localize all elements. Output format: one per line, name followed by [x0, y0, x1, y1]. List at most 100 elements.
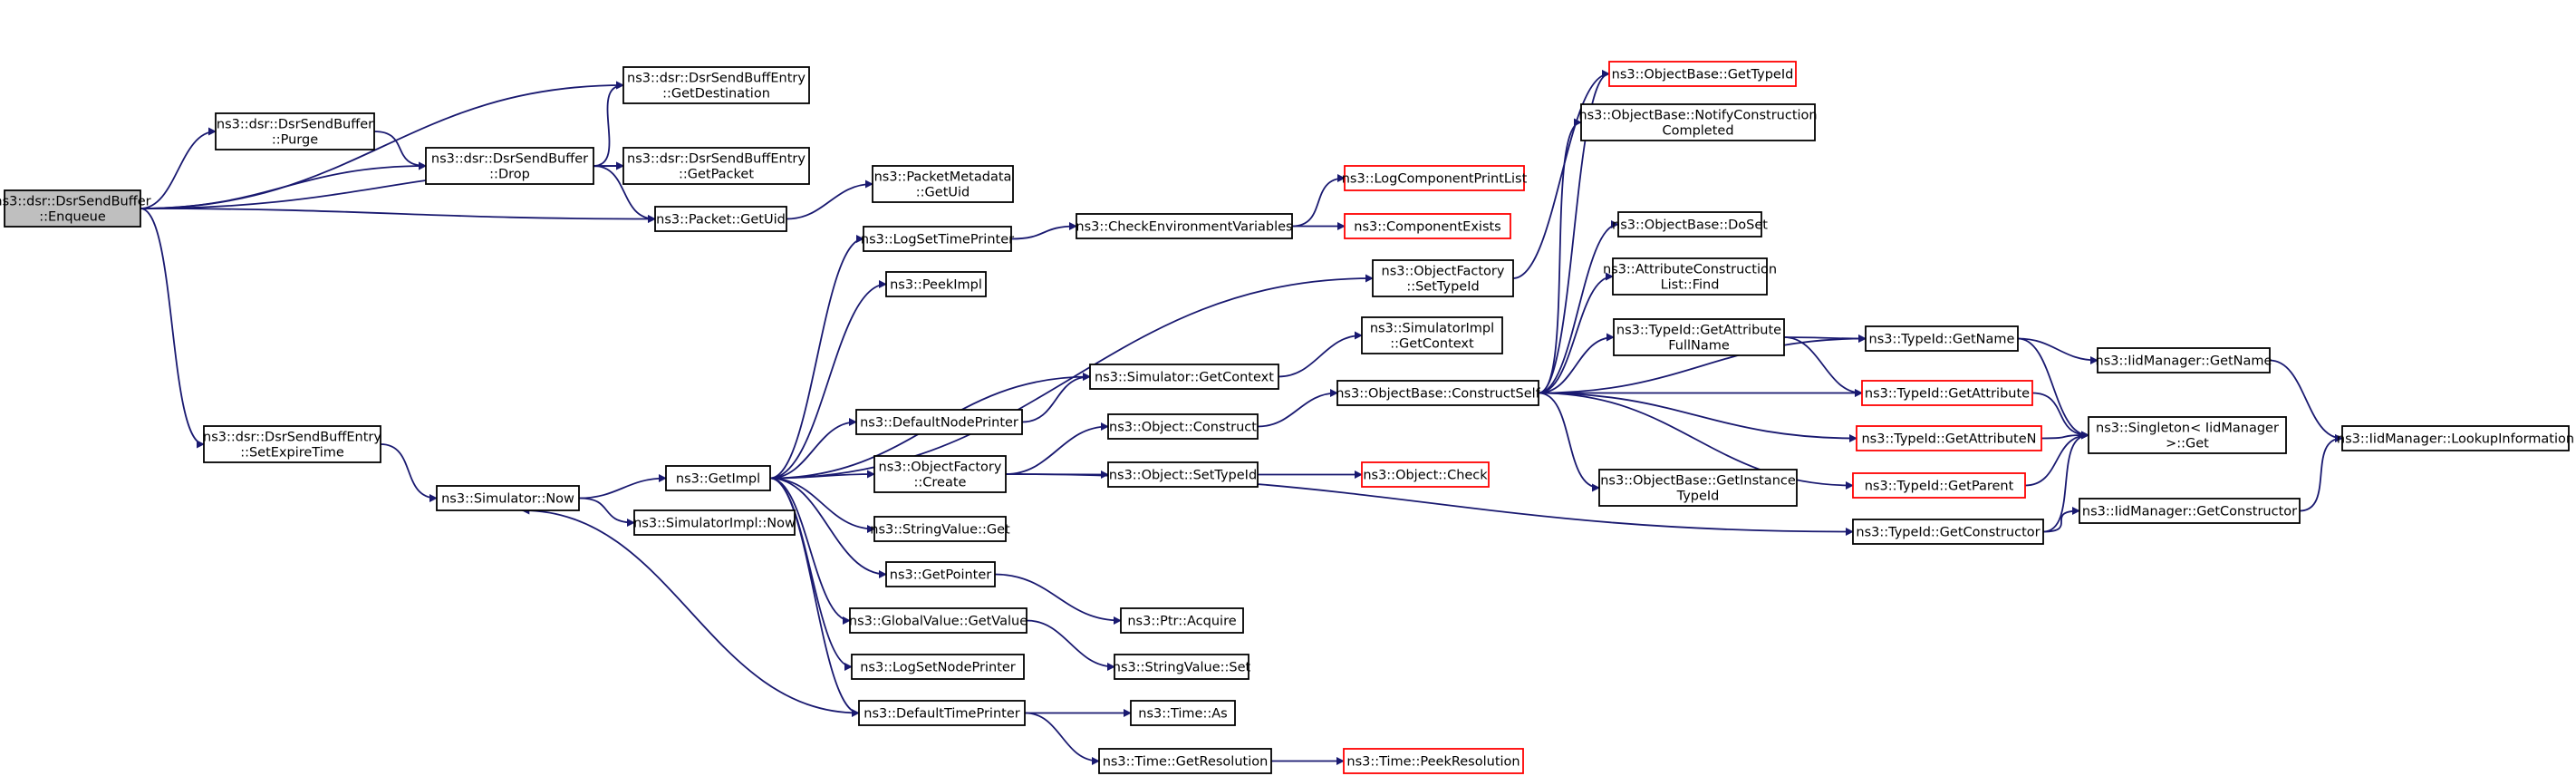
- node-simimplgetcontext[interactable]: ns3::SimulatorImpl::GetContext: [1361, 316, 1503, 354]
- node-getimpl[interactable]: ns3::GetImpl: [665, 465, 771, 491]
- node-purge[interactable]: ns3::dsr::DsrSendBuffer::Purge: [215, 112, 375, 150]
- node-setexpire[interactable]: ns3::dsr::DsrSendBuffEntry::SetExpireTim…: [203, 425, 381, 463]
- node-label: ns3::Simulator::GetContext: [1095, 371, 1274, 385]
- node-box: [885, 561, 996, 587]
- node-typeidgetattrn[interactable]: ns3::TypeId::GetAttributeN: [1856, 425, 2042, 451]
- edge-objconstruct-to-constructself: [1257, 389, 1338, 428]
- edge-enqueue-to-packetgetuid: [140, 208, 656, 223]
- node-typeidgetattr[interactable]: ns3::TypeId::GetAttribute: [1861, 380, 2033, 406]
- node-timepeekres[interactable]: ns3::Time::PeekResolution: [1343, 748, 1524, 774]
- node-simgetcontext[interactable]: ns3::Simulator::GetContext: [1089, 364, 1279, 390]
- node-logsettime[interactable]: ns3::LogSetTimePrinter: [861, 226, 1014, 252]
- node-label: ns3::Ptr::Acquire: [1127, 615, 1236, 629]
- node-box: [4, 189, 141, 228]
- edge-logsettime-to-checkenv: [1010, 222, 1077, 240]
- edge-setexpire-to-simnow: [380, 443, 438, 502]
- node-label: ::Create: [914, 476, 967, 490]
- node-checkenv[interactable]: ns3::CheckEnvironmentVariables: [1076, 213, 1293, 239]
- node-layer: ns3::dsr::DsrSendBuffer::Enqueuens3::dsr…: [0, 61, 2574, 774]
- node-label: ::Drop: [489, 168, 530, 182]
- node-ofcreate[interactable]: ns3::ObjectFactory::Create: [873, 455, 1007, 493]
- node-simimplnow[interactable]: ns3::SimulatorImpl::Now: [633, 509, 796, 536]
- node-box: [1856, 425, 2042, 451]
- edge-getimpl-to-logsetnode: [769, 477, 853, 671]
- node-box: [1344, 213, 1511, 239]
- node-label: ns3::TypeId::GetAttribute: [1865, 387, 2030, 402]
- node-box: [1865, 325, 2019, 352]
- node-objcheck[interactable]: ns3::Object::Check: [1361, 461, 1490, 488]
- node-getdest[interactable]: ns3::dsr::DsrSendBuffEntry::GetDestinati…: [622, 66, 810, 104]
- edge-getimpl-to-peekimpl: [769, 280, 887, 480]
- node-timegetres[interactable]: ns3::Time::GetResolution: [1098, 748, 1272, 774]
- node-pmgetuid[interactable]: ns3::PacketMetadata::GetUid: [872, 165, 1014, 203]
- node-label: ns3::dsr::DsrSendBuffEntry: [627, 152, 806, 167]
- node-box: [1120, 607, 1244, 634]
- node-dobset[interactable]: ns3::ObjectBase::DoSet: [1612, 211, 1768, 238]
- node-box: [863, 226, 1012, 252]
- node-iidlookup[interactable]: ns3::IidManager::LookupInformation: [2337, 425, 2574, 451]
- node-defaulttimeprinter[interactable]: ns3::DefaultTimePrinter: [858, 700, 1026, 726]
- edge-getimpl-to-ofcreate: [769, 470, 875, 480]
- node-box: [1098, 748, 1272, 774]
- node-simnow[interactable]: ns3::Simulator::Now: [436, 485, 580, 511]
- node-constructself[interactable]: ns3::ObjectBase::ConstructSelf: [1336, 380, 1541, 406]
- node-logcompprint[interactable]: ns3::LogComponentPrintList: [1342, 165, 1528, 191]
- edge-simnow-to-getimpl: [578, 474, 667, 500]
- node-peekimpl[interactable]: ns3::PeekImpl: [885, 271, 987, 297]
- node-box: [872, 165, 1014, 203]
- node-notifyconstr[interactable]: ns3::ObjectBase::NotifyConstructionCompl…: [1578, 103, 1818, 141]
- edge-typeidgetattr-to-singletonget: [2031, 392, 2089, 440]
- edge-defaulttimeprinter-to-timegetres: [1024, 712, 1100, 765]
- node-compexists[interactable]: ns3::ComponentExists: [1344, 213, 1511, 239]
- node-typeidgetparent[interactable]: ns3::TypeId::GetParent: [1852, 472, 2026, 499]
- edge-checkenv-to-logcompprint: [1291, 174, 1346, 228]
- node-box: [873, 455, 1007, 493]
- node-label: ::Purge: [272, 133, 318, 148]
- node-box: [654, 206, 787, 232]
- node-iidgetconstr[interactable]: ns3::IidManager::GetConstructor: [2079, 498, 2301, 524]
- node-getpointer[interactable]: ns3::GetPointer: [885, 561, 996, 587]
- node-box: [1114, 654, 1249, 680]
- edge-typeidgetconstr-to-singletonget: [2042, 431, 2089, 533]
- node-timeas[interactable]: ns3::Time::As: [1130, 700, 1236, 726]
- edge-getimpl-to-globalvalueget: [769, 477, 851, 625]
- node-objsettypeid[interactable]: ns3::Object::SetTypeId: [1107, 461, 1259, 488]
- node-getpacket[interactable]: ns3::dsr::DsrSendBuffEntry::GetPacket: [622, 147, 810, 185]
- node-iidgetname[interactable]: ns3::IidManager::GetName: [2096, 347, 2272, 373]
- edge-constructself-to-typeidgetattrn: [1538, 392, 1857, 442]
- node-box: [885, 271, 987, 297]
- node-ofsettypeid[interactable]: ns3::ObjectFactory::SetTypeId: [1372, 259, 1514, 297]
- node-globalvalueget[interactable]: ns3::GlobalValue::GetValue: [849, 607, 1028, 634]
- node-box: [1361, 461, 1490, 488]
- edge-defaulttimeprinter-to-simnow: [521, 506, 860, 714]
- edge-typeidgetconstr-to-iidgetconstr: [2042, 507, 2080, 533]
- edge-getimpl-to-ofsettypeid: [769, 274, 1374, 480]
- node-defaultnodeprinter[interactable]: ns3::DefaultNodePrinter: [855, 409, 1023, 435]
- node-typeidgetname[interactable]: ns3::TypeId::GetName: [1865, 325, 2019, 352]
- node-box: [1107, 413, 1259, 440]
- node-ptracquire[interactable]: ns3::Ptr::Acquire: [1120, 607, 1244, 634]
- node-label: >::Get: [2166, 437, 2209, 451]
- node-label: ns3::Object::Construct: [1109, 421, 1257, 435]
- node-typeidgetconstr[interactable]: ns3::TypeId::GetConstructor: [1852, 519, 2044, 545]
- node-drop[interactable]: ns3::dsr::DsrSendBuffer::Drop: [425, 147, 594, 185]
- edge-getimpl-to-defaulttimeprinter: [769, 477, 860, 717]
- node-singletonget[interactable]: ns3::Singleton< IidManager >::Get: [2088, 416, 2287, 454]
- node-enqueue[interactable]: ns3::dsr::DsrSendBuffer::Enqueue: [0, 189, 151, 228]
- node-packetgetuid[interactable]: ns3::Packet::GetUid: [654, 206, 787, 232]
- node-obgettypeid[interactable]: ns3::ObjectBase::GetTypeId: [1608, 61, 1797, 87]
- node-label: ns3::SimulatorImpl::Now: [633, 517, 796, 531]
- node-label: List::Find: [1661, 278, 1720, 293]
- edge-iidgetconstr-to-iidlookup: [2299, 434, 2343, 512]
- node-objconstruct[interactable]: ns3::Object::Construct: [1107, 413, 1259, 440]
- edge-defaultnodeprinter-to-simgetcontext: [1021, 373, 1091, 423]
- node-stringvalueset[interactable]: ns3::StringValue::Set: [1113, 654, 1251, 680]
- node-logsetnode[interactable]: ns3::LogSetNodePrinter: [851, 654, 1025, 680]
- node-label: ns3::dsr::DsrSendBuffer: [0, 195, 151, 209]
- node-stringvalueget[interactable]: ns3::StringValue::Get: [870, 516, 1010, 542]
- node-box: [1372, 259, 1514, 297]
